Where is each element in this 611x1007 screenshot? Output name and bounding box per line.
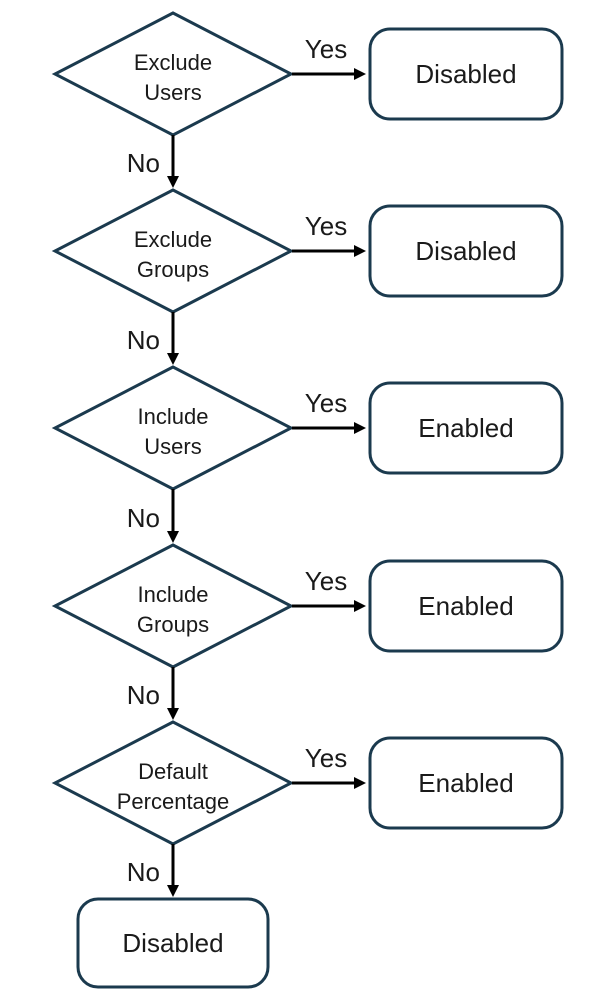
result-box-enabled: [368, 381, 564, 475]
decision-label-line2: Groups: [137, 257, 209, 282]
decision-label-line1: Default: [138, 759, 208, 784]
decision-label-line1: Exclude: [134, 50, 212, 75]
no-label: No: [127, 503, 160, 533]
final-result-label: Disabled: [122, 928, 223, 958]
result-box-enabled: [368, 559, 564, 653]
no-label: No: [127, 857, 160, 887]
decision-label-line1: Exclude: [134, 227, 212, 252]
result-box-enabled: [368, 736, 564, 830]
decision-label-line2: Users: [144, 434, 201, 459]
result-box-disabled: [368, 204, 564, 298]
no-label: No: [127, 325, 160, 355]
result-box-disabled: [368, 27, 564, 121]
final-box-disabled: [76, 897, 270, 989]
decision-label-line2: Groups: [137, 612, 209, 637]
no-label: No: [127, 680, 160, 710]
yes-label: Yes: [305, 211, 347, 241]
no-label: No: [127, 148, 160, 178]
decision-label-line1: Include: [138, 582, 209, 607]
result-label: Enabled: [418, 413, 513, 443]
yes-label: Yes: [305, 743, 347, 773]
result-label: Enabled: [418, 591, 513, 621]
decision-label-line2: Percentage: [117, 789, 230, 814]
result-label: Enabled: [418, 768, 513, 798]
result-label: Disabled: [415, 59, 516, 89]
yes-label: Yes: [305, 566, 347, 596]
result-label: Disabled: [415, 236, 516, 266]
decision-label-line2: Users: [144, 80, 201, 105]
yes-label: Yes: [305, 388, 347, 418]
yes-label: Yes: [305, 34, 347, 64]
decision-label-line1: Include: [138, 404, 209, 429]
